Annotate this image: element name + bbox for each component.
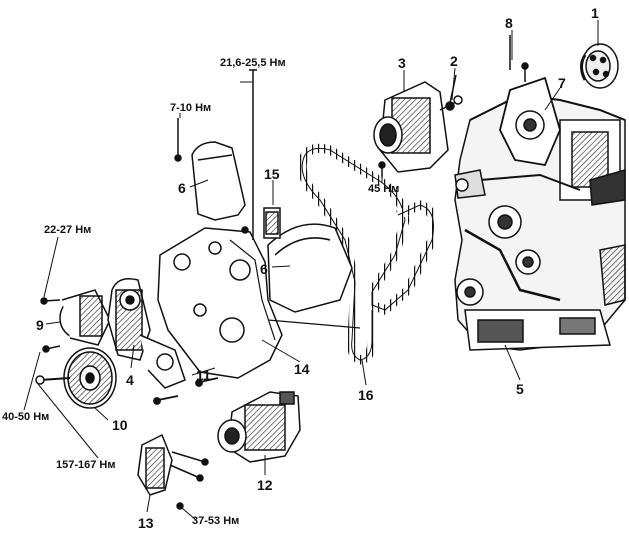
part-9-idler-pulley	[59, 289, 111, 346]
part-10-crank-pulley	[35, 347, 117, 409]
label-part-11: 11	[196, 367, 211, 383]
torque-label-7-10nm: 7-10 Нм	[170, 102, 212, 114]
label-part-6-lower: 6	[260, 261, 268, 277]
label-part-13: 13	[138, 515, 154, 531]
bolt-21-25nm	[241, 69, 257, 240]
part-8-bolt	[509, 35, 529, 82]
torque-label-157-167nm: 157-167 Нм	[56, 459, 116, 471]
engine-block	[454, 76, 626, 351]
part-14-bracket-plate	[157, 227, 361, 379]
label-part-6-upper: 6	[178, 180, 186, 196]
label-part-7: 7	[558, 75, 566, 91]
part-16-timing-belt	[297, 143, 438, 365]
label-part-4: 4	[126, 372, 134, 388]
label-part-14: 14	[294, 361, 310, 377]
label-part-5: 5	[516, 381, 524, 397]
label-part-8: 8	[505, 15, 513, 31]
torque-label-21-25nm: 21,6-25,5 Нм	[220, 57, 286, 69]
bolt-7-10nm	[174, 118, 182, 162]
label-part-15: 15	[264, 166, 280, 182]
part-13-bracket	[137, 433, 209, 510]
part-11-bolts	[153, 377, 219, 405]
part-2-fastener	[445, 74, 457, 111]
label-part-3: 3	[398, 55, 406, 71]
part-12-ac-compressor	[217, 391, 301, 463]
bolt-22-27nm	[40, 297, 61, 353]
part-3-alternator	[373, 81, 463, 173]
torque-label-40-50nm: 40-50 Нм	[2, 411, 50, 423]
label-part-2: 2	[450, 53, 458, 69]
torque-label-37-53nm: 37-53 Нм	[192, 515, 240, 527]
label-part-1: 1	[591, 5, 599, 21]
torque-label-22-27nm: 22-27 Нм	[44, 224, 92, 236]
part-15-tensioner	[263, 207, 281, 239]
label-part-9: 9	[36, 317, 44, 333]
part-1-pulley	[580, 43, 619, 89]
leader-lines	[23, 20, 599, 521]
label-part-16: 16	[358, 387, 374, 403]
label-part-12: 12	[257, 477, 273, 493]
part-4-belt-tensioner	[107, 278, 186, 389]
torque-label-45nm: 45 Нм	[368, 183, 400, 195]
label-part-10: 10	[112, 417, 128, 433]
part-6-upper-cover	[191, 141, 246, 221]
